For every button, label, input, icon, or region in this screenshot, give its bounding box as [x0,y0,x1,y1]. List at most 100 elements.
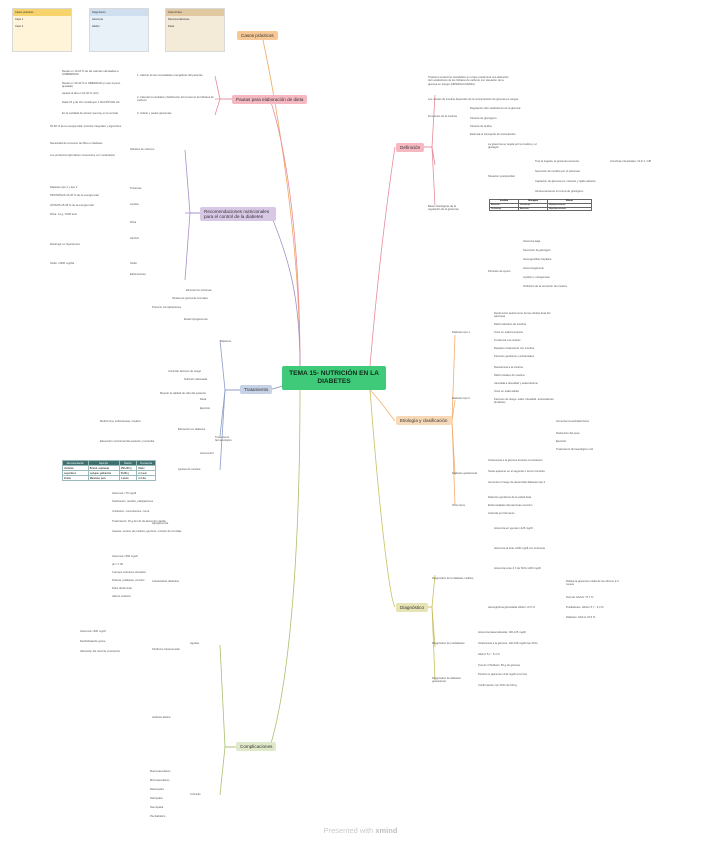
hipoglucemia-detail: Tratamiento: 15 g de HC de absorción ráp… [112,520,166,523]
aguda-item[interactable]: Cetoacidosis diabética [152,580,179,583]
table-cell: Aumenta [518,206,548,212]
tratamiento-item[interactable]: Ejercicio [200,407,211,410]
diagnostico-item[interactable]: Diagnóstico de la diabetes mellitus [432,577,474,580]
tratamiento-detail: Niveles de glucemia normales [172,297,208,300]
tratamiento-detail: Metformina, sulfonilureas, insulina [100,420,141,423]
recomendacion-item[interactable]: Lípidos [130,203,139,206]
base-item[interactable]: Periodos de ayuno [488,270,511,273]
prediabetes-detail: HbA1c 5,7 - 6,4 % [478,653,500,656]
base-item[interactable]: Situación postprandial [488,175,515,178]
funcion-insulina: Estimula el transporte de aminoácidos [470,133,516,136]
central-topic[interactable]: TEMA 15- NUTRICIÓN EN LA DIABETES [282,366,386,390]
thumbnail-line: HbA1c [92,25,100,28]
tratamiento-detail: Controlar factores de riesgo [168,370,202,373]
branch-definicion[interactable]: Definición [396,143,425,152]
hba1c-detail: Prediabetes: HbA1c 5,7 - 6,4 % [566,606,604,609]
definicion-item[interactable]: Bases fisiológicas de la regulación de l… [428,205,459,212]
funcion-insulina: Síntesis de glucógeno [470,117,497,120]
tratamiento-item[interactable]: Autocontrol [200,452,214,455]
tipo2-detail: Asociada a obesidad y sedentarismo [494,382,538,385]
hipoglucemia-detail: Causas: exceso de insulina, ejercicio, o… [112,530,182,533]
recomendacion-detail: Restringir en hipertensos [50,243,80,246]
thumbnail-title: Guía clínica [166,9,224,16]
etiologia-item[interactable]: Diabetes tipo 2 [452,397,470,400]
branch-diagnostico[interactable]: Diagnóstico [396,603,429,612]
cronica-item[interactable]: Pie diabético [150,815,166,818]
branch-recomendaciones[interactable]: Recomendaciones nutricionales para el co… [200,207,276,222]
branch-casos-practicos[interactable]: Casos prácticos [237,31,278,40]
pautas-item[interactable]: 2. Calcular la cantidad y distribución d… [137,96,214,103]
hiperosmolar-detail: Deshidratación grave [80,640,106,643]
tratamiento-item[interactable]: Objetivos [220,340,232,343]
pautas-detail: Restar un 30-40 % si OBESIDAD (o usar el… [62,82,121,89]
thumbnail-line: Dieta [168,25,175,28]
base-item[interactable]: La glucemia se regula por la insulina y … [488,143,537,150]
aguda-item[interactable]: Acidosis láctica [152,716,171,719]
etiologia-item[interactable]: Diabetes gestacional [452,472,477,475]
definicion-item[interactable]: Funciones de la insulina [428,115,457,118]
thumbnail-line: Caso 2 [15,25,24,28]
gestacional-detail: Aumenta el riesgo de desarrollar diabete… [488,481,546,484]
recomendacion-item[interactable]: Proteínas [130,187,142,190]
footer-prefix: Presented with [323,826,374,835]
branch-tratamiento[interactable]: Tratamiento [240,385,273,394]
thumbnail-image-1: Casos prácticos Caso 1 Caso 2 [12,8,72,52]
pautas-item[interactable]: 1. Cálculo de las necesidades energética… [137,74,203,77]
recomendacion-detail: Sodio <2300 mg/día [50,262,75,265]
prediabetes-detail: Intolerancia a la glucosa: 140-199 mg/dl… [478,642,538,645]
hipoglucemia-detail: Sudoración, temblor, palpitaciones [112,500,154,503]
diagnostico-item[interactable]: Diagnóstico de prediabetes [432,642,465,645]
otros-detail: Enfermedades del páncreas exocrino [488,504,533,507]
aguda-item[interactable]: Hipoglucemia [152,522,169,525]
cronica-item[interactable]: Neuropatía [150,806,164,809]
recomendacion-item[interactable]: Sodio [130,262,137,265]
dm-criterio: Glucemia a las 2 h de SOG ≥200 mg/dl [494,567,541,570]
definicion-item[interactable]: Los niveles de insulina dependen de la c… [428,98,519,101]
thumbnail-title: Diagnóstico [90,9,148,16]
gestacional-diagnostico: Confirmación con SOG de 100 g [478,684,517,687]
aguda-item[interactable]: Síndrome hiperosmolar [152,648,180,651]
hiperosmolar-detail: Alteración del nivel de conciencia [80,650,120,653]
recomendacion-item[interactable]: Alcohol [130,237,139,240]
complicacion-item[interactable]: Crónicas [190,793,201,796]
thumbnail-line: Caso 1 [15,18,24,21]
postprandial-detail: Incretinas intestinales: GLP-1, GIP [610,160,652,163]
tratamiento-item[interactable]: Dieta [200,398,207,401]
etiologia-item[interactable]: Otros tipos [452,504,465,507]
cronica-item[interactable]: Nefropatía [150,797,163,800]
cronica-item[interactable]: Retinopatía [150,788,164,791]
ayuno-detail: Inhibición de la secreción de insulina [523,285,567,288]
gestacional-diagnostico: Positivo si glucemia ≥140 mg/dl a la hor… [478,673,527,676]
tipo2-tratamiento: Tratamiento farmacológico oral [556,448,593,451]
diagnostico-item[interactable]: Diagnóstico de diabetes gestacional [432,677,461,684]
tipo1-detail: Destrucción autoinmune de las células be… [494,312,551,319]
funcion-insulina: Regulación del metabolismo de la glucosa [470,107,521,110]
tratamiento-item[interactable]: Educación en diabetes [178,428,206,431]
recomendacion-item[interactable]: Edulcorantes [130,273,146,276]
pautas-item[interactable]: 3. Indicar y pautar glucemias [137,112,172,115]
table-cell: Disminuye [489,206,519,212]
postprandial-detail: Almacenamiento en forma de glucógeno [535,190,584,193]
tipo1-detail: Factores genéticos y ambientales [494,355,535,358]
ayuno-detail: Gluconeogénesis [523,267,544,270]
branch-etiologia[interactable]: Etiología y clasificación [396,416,452,425]
ayuno-detail: Glucogenólisis hepática [523,258,552,261]
definicion-text: Trastorno endocrino-metabólico en el que… [428,76,509,86]
tratamiento-item[interactable]: Ajustes de insulina [178,468,201,471]
recomendacion-detail: Los productos light deben consumirse con… [50,154,116,157]
tipo1-detail: Requiere tratamiento con insulina [494,347,535,350]
tipo1-detail: Déficit absoluto de insulina [494,323,526,326]
etiologia-item[interactable]: Diabetes tipo 1 [452,331,470,334]
cetoacidosis-detail: Aliento cetósico [112,595,131,598]
thumbnail-image-3: Guía clínica Recomendaciones Dieta [165,8,225,52]
pautas-detail: Dado 15 g de HC constituyen 1 RACIÓN DE … [62,101,120,104]
tratamiento-item[interactable]: Tratamiento farmacológico [215,436,232,443]
complicacion-item[interactable]: Agudas [190,642,200,645]
cronica-item[interactable]: Macrovasculares [150,770,171,773]
table-cell: 2-3 día [136,475,156,481]
recomendacion-item[interactable]: Fibra [130,221,137,224]
branch-complicaciones[interactable]: Complicaciones [236,742,277,751]
branch-pautas-dieta[interactable]: Pautas para elaboración de dieta [232,95,308,104]
cronica-item[interactable]: Microvasculares [150,779,170,782]
recomendacion-item[interactable]: Hidratos de carbono [130,148,155,151]
